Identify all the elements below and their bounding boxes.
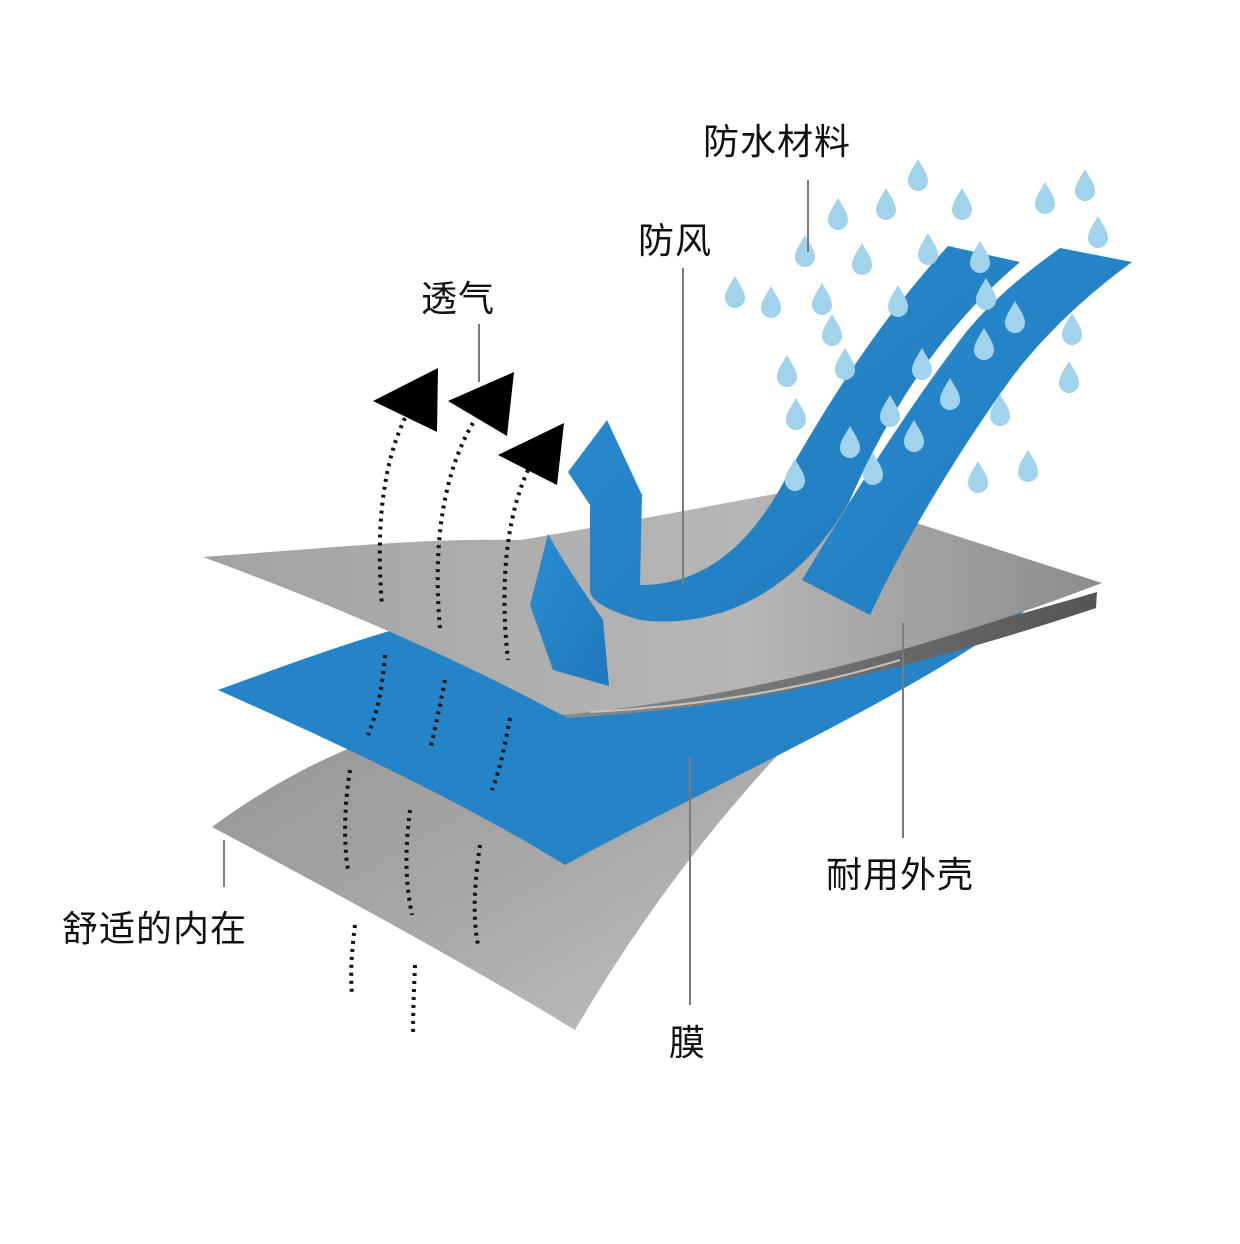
vapor-path-3 xyxy=(502,469,530,661)
label-inner: 舒适的内在 xyxy=(62,909,248,950)
label-windproof: 防风 xyxy=(638,221,713,262)
wind-band-1 xyxy=(568,246,1020,622)
label-shell: 耐用外壳 xyxy=(826,855,975,896)
vapor-path-7 xyxy=(343,769,352,871)
vapor-path-10 xyxy=(349,924,357,996)
breathable-arrows xyxy=(373,368,564,485)
vapor-path-11 xyxy=(411,964,417,1036)
vapor-path-1 xyxy=(377,417,407,606)
label-breathable: 透气 xyxy=(421,279,496,320)
vapor-path-5 xyxy=(428,679,447,751)
arrowhead-3 xyxy=(498,423,564,485)
wind-band-3 xyxy=(530,534,609,686)
label-waterproof: 防水材料 xyxy=(703,122,852,163)
vapor-path-9 xyxy=(472,844,482,946)
leader-lines xyxy=(223,180,904,1005)
shell-sheen xyxy=(589,659,901,713)
vapor-paths xyxy=(343,417,530,1036)
wind-band-2 xyxy=(802,248,1132,615)
arrowhead-1 xyxy=(373,368,438,432)
arrowhead-2 xyxy=(448,372,514,436)
vapor-path-4 xyxy=(366,654,387,736)
label-membrane: 膜 xyxy=(669,1023,707,1064)
